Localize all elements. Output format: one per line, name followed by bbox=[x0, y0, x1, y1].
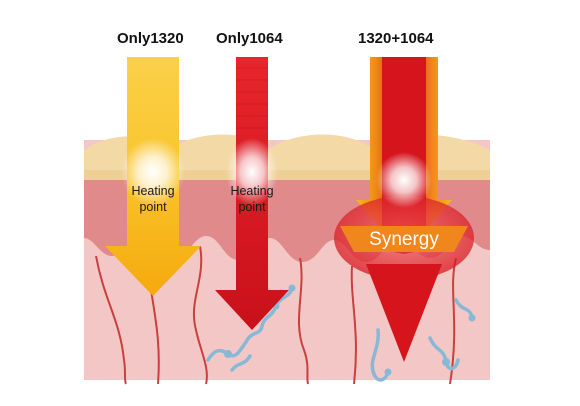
heating-point-1064: Heating point bbox=[212, 183, 292, 215]
heating-point-1064-line1: Heating bbox=[230, 184, 274, 198]
combo-arrow-head bbox=[366, 264, 442, 362]
red-veins bbox=[95, 245, 457, 385]
label-only1064: Only1064 bbox=[216, 30, 283, 47]
heating-point-1320: Heating point bbox=[113, 183, 193, 215]
heating-point-1320-line2: point bbox=[139, 200, 167, 214]
heating-glow-1320 bbox=[121, 138, 185, 206]
heating-point-1320-line1: Heating bbox=[131, 184, 175, 198]
heating-glow-combo bbox=[376, 152, 432, 208]
synergy-band bbox=[340, 226, 468, 252]
heating-point-1064-line2: point bbox=[238, 200, 266, 214]
synergy-label: Synergy bbox=[369, 229, 439, 250]
label-only1320: Only1320 bbox=[117, 30, 184, 47]
heating-glow-1064 bbox=[226, 138, 278, 206]
label-combo: 1320+1064 bbox=[358, 30, 434, 47]
epidermis-base bbox=[84, 170, 490, 180]
red-1064-stripes bbox=[236, 67, 268, 129]
